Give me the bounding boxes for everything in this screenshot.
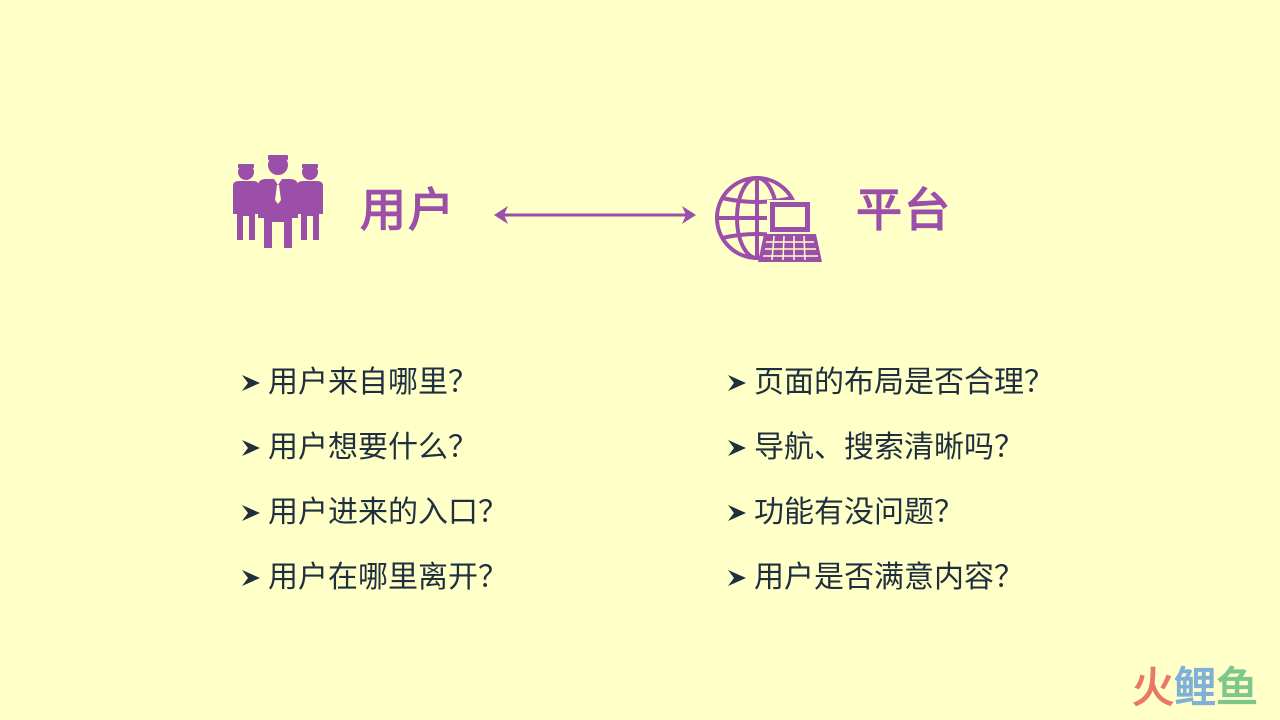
arrowhead-bullet-icon — [728, 504, 746, 521]
arrowhead-bullet-icon — [242, 374, 260, 391]
arrowhead-bullet-icon — [242, 569, 260, 586]
globe-laptop-icon — [715, 176, 822, 262]
list-item: 用户来自哪里？ — [240, 350, 508, 415]
double-arrow-icon — [494, 206, 696, 224]
list-item: 用户在哪里离开？ — [240, 545, 508, 610]
arrowhead-bullet-icon — [728, 374, 746, 391]
list-item: 用户进来的入口？ — [240, 480, 508, 545]
list-item-text: 用户是否满意内容？ — [754, 559, 1024, 595]
watermark-char: 鲤 — [1173, 663, 1216, 712]
list-item: 用户想要什么？ — [240, 415, 508, 480]
list-item-text: 导航、搜索清晰吗？ — [754, 429, 1024, 465]
arrowhead-bullet-icon — [242, 439, 260, 456]
platform-title: 平台 — [856, 183, 952, 237]
list-item-text: 用户在哪里离开？ — [268, 559, 508, 595]
list-item-text: 用户来自哪里？ — [268, 364, 478, 400]
people-group-icon — [233, 155, 323, 248]
list-item-text: 用户想要什么？ — [268, 429, 478, 465]
list-item: 导航、搜索清晰吗？ — [726, 415, 1054, 480]
list-item: 页面的布局是否合理？ — [726, 350, 1054, 415]
arrowhead-bullet-icon — [728, 439, 746, 456]
list-item-text: 页面的布局是否合理？ — [754, 364, 1054, 400]
user-questions-list: 用户来自哪里？ 用户想要什么？ 用户进来的入口？ 用户在哪里离开？ — [240, 350, 508, 610]
arrowhead-bullet-icon — [728, 569, 746, 586]
watermark-logo: 火鲤鱼 — [1132, 664, 1258, 712]
platform-questions-list: 页面的布局是否合理？ 导航、搜索清晰吗？ 功能有没问题？ 用户是否满意内容？ — [726, 350, 1054, 610]
list-item: 用户是否满意内容？ — [726, 545, 1054, 610]
list-item-text: 用户进来的入口？ — [268, 494, 508, 530]
users-title: 用户 — [360, 183, 456, 237]
watermark-char: 火 — [1131, 663, 1174, 712]
watermark-char: 鱼 — [1215, 663, 1258, 712]
list-item-text: 功能有没问题？ — [754, 494, 964, 530]
arrowhead-bullet-icon — [242, 504, 260, 521]
list-item: 功能有没问题？ — [726, 480, 1054, 545]
